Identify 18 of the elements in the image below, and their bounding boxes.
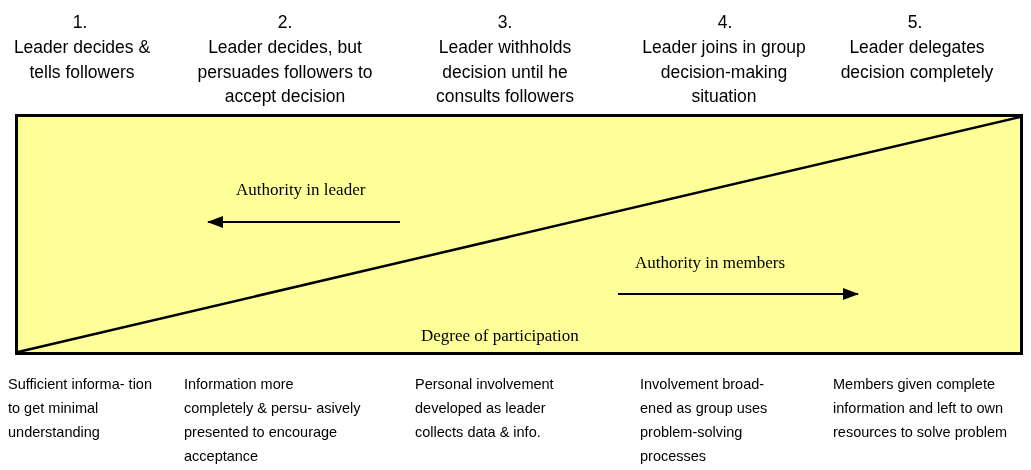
step-heading: Leader joins in group decision-making situation bbox=[641, 36, 807, 108]
step-number: 1. bbox=[71, 11, 89, 34]
arrow-label: Authority in leader bbox=[236, 180, 366, 200]
step-description: Information more completely & persu- asively presented to encourage acceptance bbox=[184, 375, 362, 466]
step-description: Involvement broad- ened as group uses problem-solving processes bbox=[640, 375, 769, 466]
step-heading: Leader decides, but persuades followers to accept decision bbox=[196, 36, 374, 108]
step-description: Personal involvement developed as leader collects data & info. bbox=[415, 375, 555, 442]
step-number: 3. bbox=[496, 11, 514, 34]
arrow-label: Authority in members bbox=[635, 253, 786, 273]
step-heading: Leader withholds decision until he consults followers bbox=[434, 36, 576, 108]
axis-label: Degree of participation bbox=[421, 326, 579, 346]
step-heading: Leader delegates decision completely bbox=[839, 36, 995, 84]
step-number: 5. bbox=[906, 11, 924, 34]
step-description: Members given complete information and left to own resources to solve problem bbox=[833, 375, 1009, 442]
step-number: 2. bbox=[276, 11, 294, 34]
step-description: Sufficient informa- tion to get minimal understanding bbox=[8, 375, 153, 442]
step-number: 4. bbox=[716, 11, 734, 34]
step-heading: Leader decides & tells followers bbox=[12, 36, 152, 84]
